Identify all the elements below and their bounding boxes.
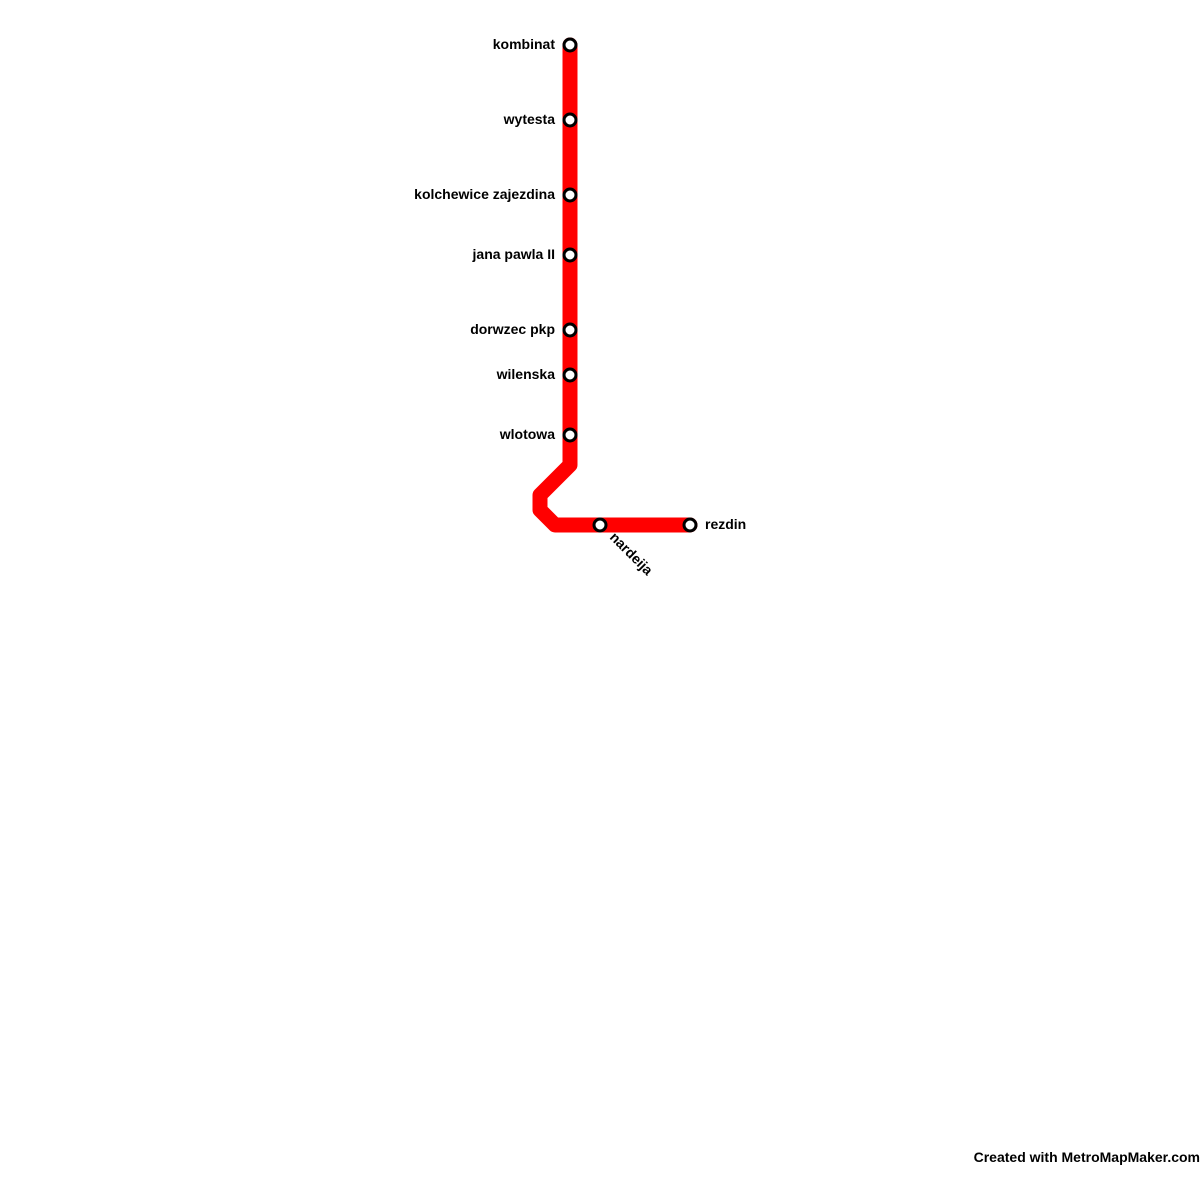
station-label: wilenska (496, 366, 556, 382)
station-marker[interactable] (592, 517, 608, 533)
station-rezdin[interactable]: rezdin (682, 516, 746, 533)
station-kolchewice-zajezdina[interactable]: kolchewice zajezdina (414, 186, 578, 203)
station-marker[interactable] (562, 367, 578, 383)
credit-text: Created with MetroMapMaker.com (973, 1149, 1200, 1165)
station-label: kombinat (493, 36, 556, 52)
station-marker[interactable] (682, 517, 698, 533)
station-dorwzec-pkp[interactable]: dorwzec pkp (470, 321, 578, 338)
station-kombinat[interactable]: kombinat (493, 36, 578, 53)
station-wlotowa[interactable]: wlotowa (499, 426, 578, 443)
station-label: dorwzec pkp (470, 321, 555, 337)
station-marker[interactable] (562, 247, 578, 263)
station-wytesta[interactable]: wytesta (503, 111, 578, 128)
station-label: rezdin (705, 516, 746, 532)
station-marker[interactable] (562, 187, 578, 203)
station-label: wytesta (503, 111, 556, 127)
station-label: jana pawla II (472, 246, 555, 262)
station-label: wlotowa (499, 426, 555, 442)
station-label: kolchewice zajezdina (414, 186, 555, 202)
station-label: nardeija (607, 529, 656, 578)
station-jana-pawla-ii[interactable]: jana pawla II (472, 246, 578, 263)
station-marker[interactable] (562, 112, 578, 128)
red-line (532, 37, 698, 533)
station-marker[interactable] (562, 322, 578, 338)
station-marker[interactable] (562, 37, 578, 53)
station-marker[interactable] (562, 427, 578, 443)
station-wilenska[interactable]: wilenska (496, 366, 578, 383)
